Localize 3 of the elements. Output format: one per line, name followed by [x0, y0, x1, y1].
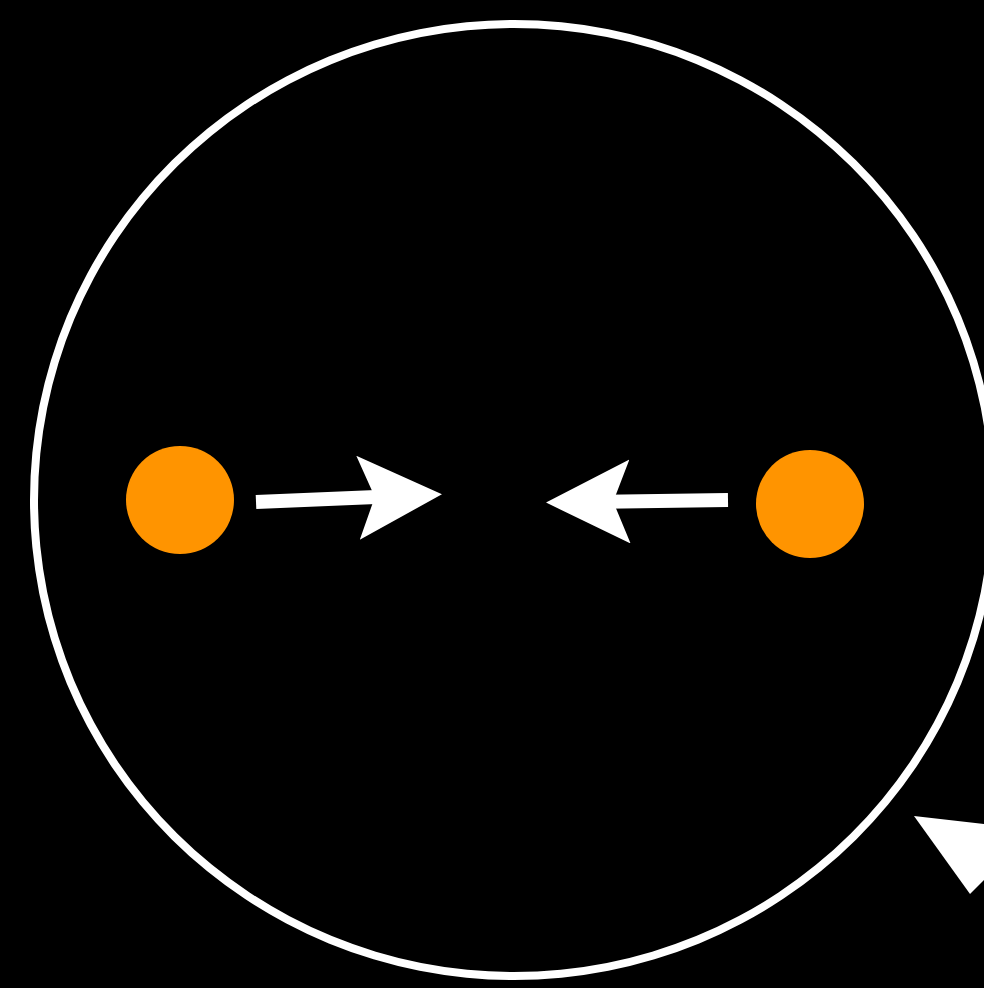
boundary-circle — [30, 20, 984, 980]
particle-dot — [126, 446, 234, 554]
particle-dot — [756, 450, 864, 558]
